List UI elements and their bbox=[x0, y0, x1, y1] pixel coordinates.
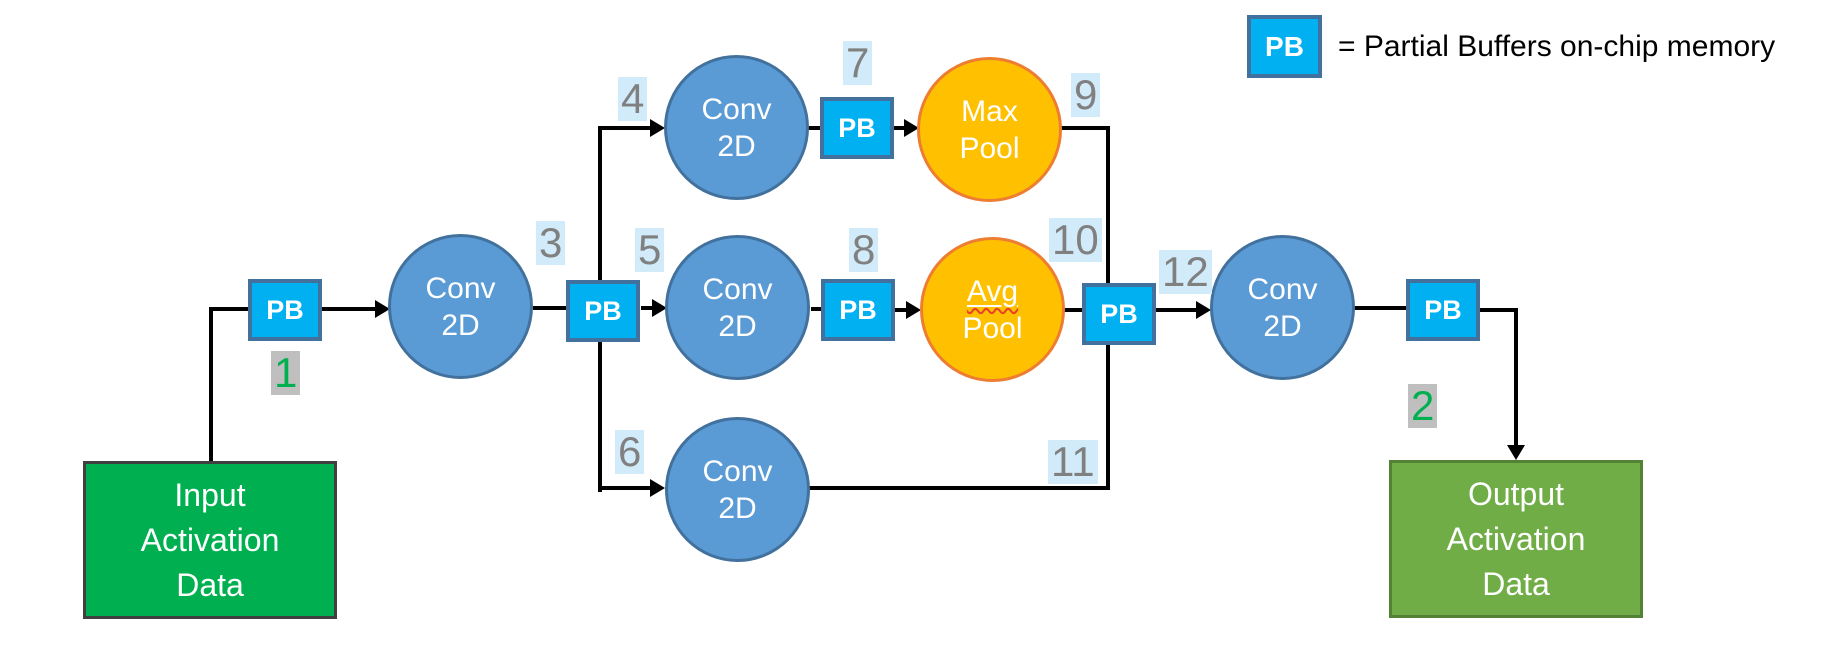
node-label-line: Pool bbox=[962, 311, 1023, 345]
edge-avgpool-to-pb5 bbox=[1062, 308, 1084, 312]
step-label-11: 11 bbox=[1048, 440, 1098, 484]
step-label-10: 10 bbox=[1049, 218, 1102, 262]
edge-conv-mid-to-pb4 bbox=[811, 307, 825, 311]
conv2d-node-right: Conv 2D bbox=[1210, 235, 1355, 380]
arrowhead-into-conv-right-icon bbox=[1196, 301, 1211, 319]
conv2d-node-bottom: Conv 2D bbox=[665, 417, 810, 562]
edge-conv-bottom-out-horizontal bbox=[809, 486, 1110, 490]
avg-pool-node: Avg Pool bbox=[920, 237, 1065, 382]
arrowhead-into-conv-bottom-icon bbox=[650, 479, 665, 497]
step-label-6: 6 bbox=[615, 430, 645, 474]
node-label-line: Conv bbox=[702, 272, 773, 306]
edge-pb6-out-horizontal bbox=[1478, 308, 1518, 312]
edge-maxpool-out-horizontal bbox=[1060, 126, 1110, 130]
max-pool-node: Max Pool bbox=[917, 57, 1062, 202]
node-label-line: Avg bbox=[966, 274, 1019, 308]
avg-word-wrapper: Avg bbox=[967, 273, 1018, 310]
legend-description: = Partial Buffers on-chip memory bbox=[1338, 29, 1776, 63]
step-label-7: 7 bbox=[843, 41, 873, 85]
step-label-8: 8 bbox=[849, 228, 879, 272]
node-label-line: Data bbox=[176, 566, 244, 603]
edge-conv-right-to-pb6 bbox=[1353, 306, 1408, 310]
node-label-line: 2D bbox=[717, 129, 756, 163]
conv2d-node-top: Conv 2D bbox=[664, 55, 809, 200]
node-label-line: Activation bbox=[140, 521, 280, 558]
pb-buffer-label: PB bbox=[584, 295, 622, 326]
step-label-12: 12 bbox=[1159, 250, 1212, 294]
node-label-line: Input bbox=[174, 476, 246, 513]
pb-buffer-label: PB bbox=[1265, 30, 1304, 62]
edge-conv-top-to-pb3 bbox=[807, 126, 823, 130]
pb-buffer-2-branch: PB bbox=[566, 280, 640, 342]
arrowhead-into-output-icon bbox=[1507, 445, 1525, 460]
edge-down-to-output bbox=[1514, 308, 1518, 448]
edge-pb1-to-conv1 bbox=[322, 307, 377, 311]
node-label-line: Conv bbox=[1247, 272, 1318, 306]
edge-pb2-to-conv-mid bbox=[641, 306, 654, 310]
legend-pb-box: PB bbox=[1247, 15, 1322, 78]
step-label-3: 3 bbox=[536, 221, 566, 265]
edge-branch-to-conv-bottom bbox=[598, 486, 652, 490]
step-label-2: 2 bbox=[1408, 384, 1438, 428]
node-label-line: Data bbox=[1482, 565, 1550, 602]
node-label-line: Conv bbox=[701, 92, 772, 126]
conv2d-node-mid: Conv 2D bbox=[665, 235, 810, 380]
edge-conv1-to-pb2 bbox=[533, 306, 568, 310]
input-activation-data-box: Input Activation Data bbox=[83, 461, 337, 619]
edge-conv-bottom-up-to-pb5 bbox=[1106, 344, 1110, 490]
edge-maxpool-down-to-pb5 bbox=[1106, 126, 1110, 286]
step-label-5: 5 bbox=[635, 228, 665, 272]
node-label-line: 2D bbox=[718, 309, 757, 343]
pb-buffer-5-merge: PB bbox=[1082, 283, 1156, 345]
edge-pb5-to-conv-right bbox=[1155, 308, 1198, 312]
edge-input-vertical bbox=[209, 307, 213, 461]
pb-buffer-label: PB bbox=[1100, 298, 1138, 329]
output-activation-data-box: Output Activation Data bbox=[1389, 460, 1643, 618]
edge-pb4-to-avgpool bbox=[895, 308, 908, 312]
node-label-line: Pool bbox=[959, 131, 1020, 165]
edge-pb3-to-maxpool bbox=[893, 126, 906, 130]
node-label-line: Conv bbox=[425, 271, 496, 305]
pb-buffer-label: PB bbox=[1424, 294, 1462, 325]
conv2d-node-1: Conv 2D bbox=[388, 234, 533, 379]
pb-buffer-label: PB bbox=[839, 294, 877, 325]
step-label-4: 4 bbox=[618, 77, 648, 121]
node-label-line: Activation bbox=[1446, 520, 1586, 557]
step-label-1: 1 bbox=[271, 351, 301, 395]
arrowhead-into-conv1-icon bbox=[375, 300, 390, 318]
edge-branch-to-conv-top bbox=[598, 126, 652, 130]
arrowhead-into-avgpool-icon bbox=[906, 301, 921, 319]
pb-buffer-1: PB bbox=[248, 279, 322, 341]
node-label-line: 2D bbox=[1263, 309, 1302, 343]
pb-buffer-3-top: PB bbox=[820, 97, 894, 159]
arrowhead-into-conv-mid-icon bbox=[652, 299, 667, 317]
node-label-line: Output bbox=[1467, 475, 1565, 512]
pb-buffer-label: PB bbox=[838, 112, 876, 143]
pb-buffer-label: PB bbox=[266, 294, 304, 325]
arrowhead-into-maxpool-icon bbox=[904, 119, 919, 137]
node-label-line: 2D bbox=[441, 308, 480, 342]
edge-input-to-pb1 bbox=[209, 307, 250, 311]
node-label-line: Conv bbox=[702, 454, 773, 488]
node-label-line: Max bbox=[961, 94, 1018, 128]
pb-buffer-6-output: PB bbox=[1406, 279, 1480, 341]
step-label-9: 9 bbox=[1071, 73, 1101, 117]
node-label-line: 2D bbox=[718, 491, 757, 525]
pb-buffer-4-mid: PB bbox=[821, 279, 895, 341]
arrowhead-into-conv-top-icon bbox=[650, 119, 665, 137]
